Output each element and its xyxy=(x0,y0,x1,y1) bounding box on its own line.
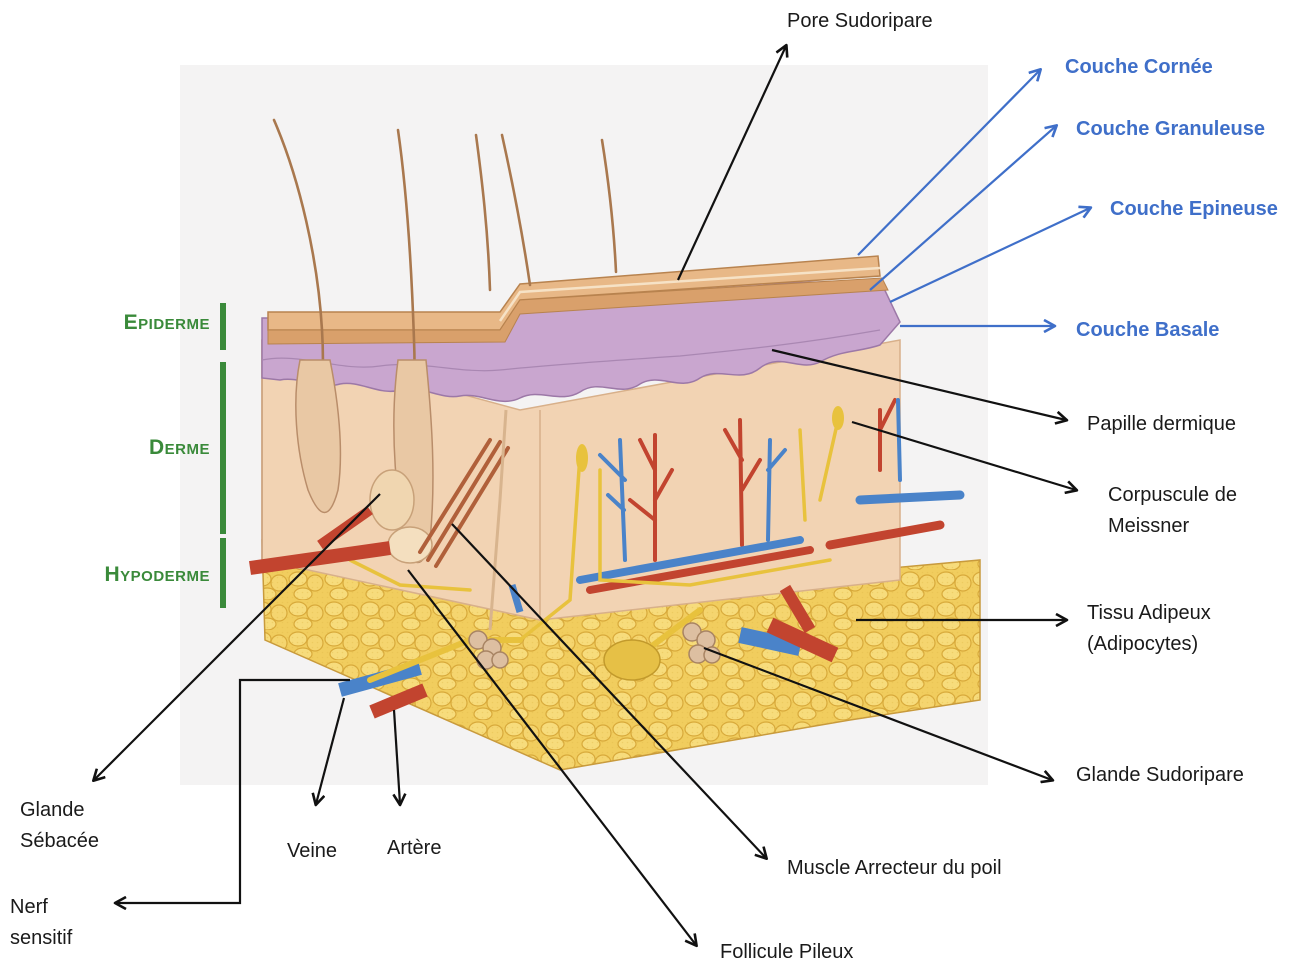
label-muscle-arrecteur: Muscle Arrecteur du poil xyxy=(787,853,1002,883)
label-meissner-line2: Meissner xyxy=(1108,511,1189,541)
label-epiderme: Epiderme xyxy=(60,308,210,338)
meissner-corpuscle-shape xyxy=(576,444,588,472)
pacinian-corpuscle xyxy=(604,640,660,680)
label-adipeux-line2: (Adipocytes) xyxy=(1087,629,1198,659)
label-derme: Derme xyxy=(60,433,210,463)
meissner-corpuscle-shape-2 xyxy=(832,406,844,430)
label-nerf-line1: Nerf xyxy=(10,892,48,922)
label-couche-granuleuse: Couche Granuleuse xyxy=(1076,114,1265,144)
label-meissner-line1: Corpuscule de xyxy=(1108,480,1237,510)
label-couche-epineuse: Couche Epineuse xyxy=(1110,194,1278,224)
label-hypoderme: Hypoderme xyxy=(40,560,210,590)
label-couche-basale: Couche Basale xyxy=(1076,315,1219,345)
label-couche-cornee: Couche Cornée xyxy=(1065,52,1213,82)
hypoderme-bracket xyxy=(220,538,226,608)
label-sebacee-line1: Glande xyxy=(20,795,85,825)
label-artere: Artère xyxy=(387,833,441,863)
label-pore-sudoripare: Pore Sudoripare xyxy=(787,6,933,36)
label-sebacee-line2: Sébacée xyxy=(20,826,99,856)
label-papille-dermique: Papille dermique xyxy=(1087,409,1236,439)
label-follicule-pileux: Follicule Pileux xyxy=(720,937,853,967)
label-nerf-line2: sensitif xyxy=(10,923,72,953)
epiderme-bracket xyxy=(220,303,226,350)
label-adipeux-line1: Tissu Adipeux xyxy=(1087,598,1211,628)
label-veine: Veine xyxy=(287,836,337,866)
label-glande-sudoripare: Glande Sudoripare xyxy=(1076,760,1244,790)
derme-bracket xyxy=(220,362,226,534)
